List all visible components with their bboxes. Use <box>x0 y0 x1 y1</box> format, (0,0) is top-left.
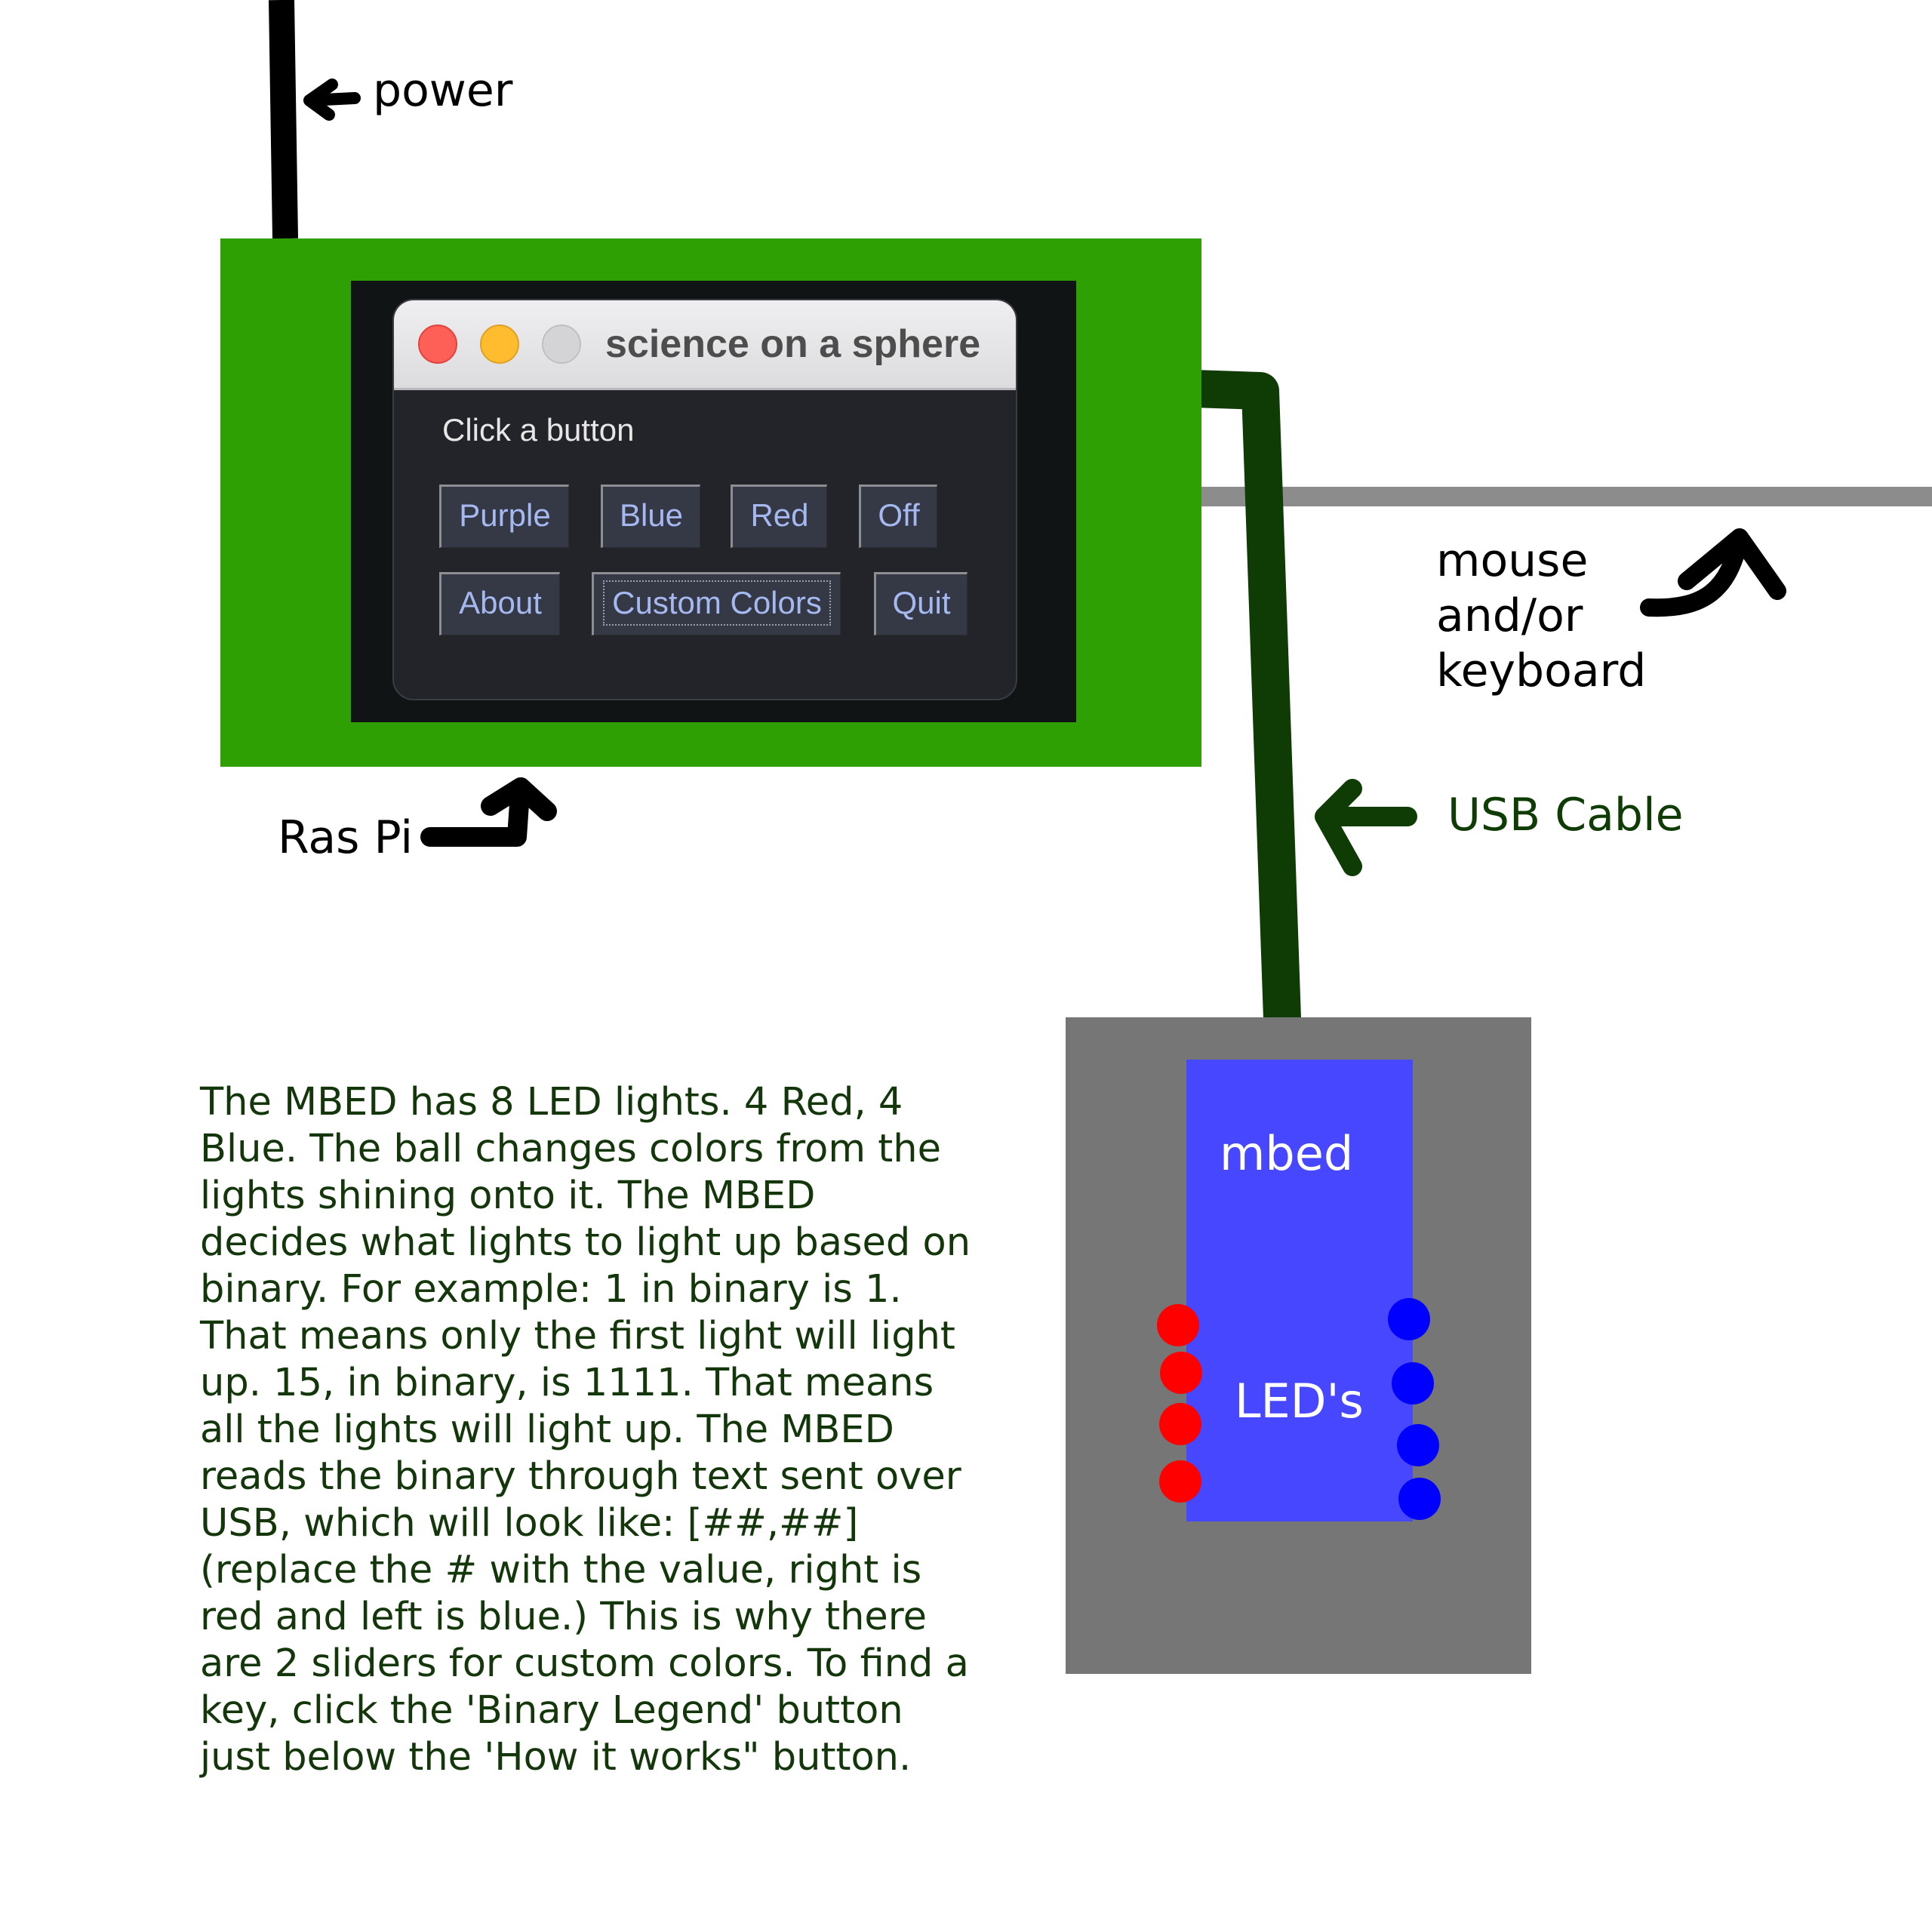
description-line: The MBED has 8 LED lights. 4 Red, 4 <box>200 1080 903 1124</box>
pi-screen: science on a sphere Click a button Purpl… <box>351 281 1076 722</box>
app-window: science on a sphere Click a button Purpl… <box>392 299 1017 700</box>
description-line: binary. For example: 1 in binary is 1. <box>200 1267 902 1312</box>
window-title: science on a sphere <box>605 322 981 366</box>
power-cable <box>269 0 298 239</box>
peripheral-arrow <box>1640 528 1786 617</box>
quit-button-label: Quit <box>892 585 951 620</box>
blue-button[interactable]: Blue <box>601 485 700 548</box>
red-led <box>1159 1460 1201 1503</box>
description-line: reads the binary through text sent over <box>200 1454 961 1499</box>
usb-cable <box>1175 370 1302 1059</box>
description-line: lights shining onto it. The MBED <box>200 1174 816 1218</box>
peripheral-label-line1: mouse <box>1436 534 1589 587</box>
quit-button[interactable]: Quit <box>874 572 968 635</box>
purple-button[interactable]: Purple <box>439 485 569 548</box>
about-button[interactable]: About <box>439 572 560 635</box>
red-button[interactable]: Red <box>731 485 827 548</box>
blue-button-label: Blue <box>619 497 684 533</box>
leds-label: LED's <box>1235 1374 1364 1429</box>
power-label: power <box>373 64 513 117</box>
description-line: decides what lights to light up based on <box>200 1220 971 1265</box>
usb-arrow <box>1315 779 1417 876</box>
mbed-label: mbed <box>1220 1126 1354 1181</box>
description-line: That means only the first light will lig… <box>200 1314 955 1358</box>
power-arrow <box>303 78 361 121</box>
purple-button-label: Purple <box>459 497 551 533</box>
peripheral-label: mouse and/or keyboard <box>1436 534 1646 699</box>
raspi-label: Ras Pi <box>278 811 414 864</box>
minimize-button[interactable] <box>480 325 519 364</box>
description-line: up. 15, in binary, is 1111. That means <box>200 1361 934 1405</box>
zoom-button[interactable] <box>542 325 581 364</box>
custom-colors-button[interactable]: Custom Colors <box>592 572 841 635</box>
description-line: Blue. The ball changes colors from the <box>200 1127 941 1171</box>
description-line: are 2 sliders for custom colors. To find… <box>200 1641 969 1686</box>
description-line: USB, which will look like: [##,##] <box>200 1501 859 1546</box>
red-led <box>1160 1352 1202 1394</box>
close-button[interactable] <box>418 325 457 364</box>
blue-led <box>1392 1362 1434 1404</box>
title-bar[interactable]: science on a sphere <box>394 300 1016 390</box>
description-line: all the lights will light up. The MBED <box>200 1407 894 1452</box>
peripheral-label-line2: and/or <box>1436 589 1583 642</box>
usb-cable-label: USB Cable <box>1447 789 1684 841</box>
red-led <box>1157 1304 1199 1346</box>
description-line: key, click the 'Binary Legend' button <box>200 1688 903 1733</box>
blue-led <box>1397 1424 1439 1466</box>
mbed-board <box>1186 1060 1413 1521</box>
description-text: The MBED has 8 LED lights. 4 Red, 4 Blue… <box>200 1079 971 1781</box>
description-line: red and left is blue.) This is why there <box>200 1595 928 1639</box>
blue-led <box>1388 1298 1430 1340</box>
red-button-label: Red <box>750 497 809 533</box>
about-button-label: About <box>459 585 542 620</box>
description-line: (replace the # with the value, right is <box>200 1548 922 1592</box>
blue-led <box>1398 1478 1441 1520</box>
description-line: just below the 'How it works" button. <box>200 1735 912 1780</box>
off-button[interactable]: Off <box>859 485 937 548</box>
custom-colors-button-label: Custom Colors <box>603 580 831 626</box>
click-prompt: Click a button <box>442 412 635 448</box>
red-led <box>1159 1403 1201 1445</box>
off-button-label: Off <box>878 497 920 533</box>
raspi-arrow <box>420 777 557 847</box>
peripheral-label-line3: keyboard <box>1436 645 1647 697</box>
